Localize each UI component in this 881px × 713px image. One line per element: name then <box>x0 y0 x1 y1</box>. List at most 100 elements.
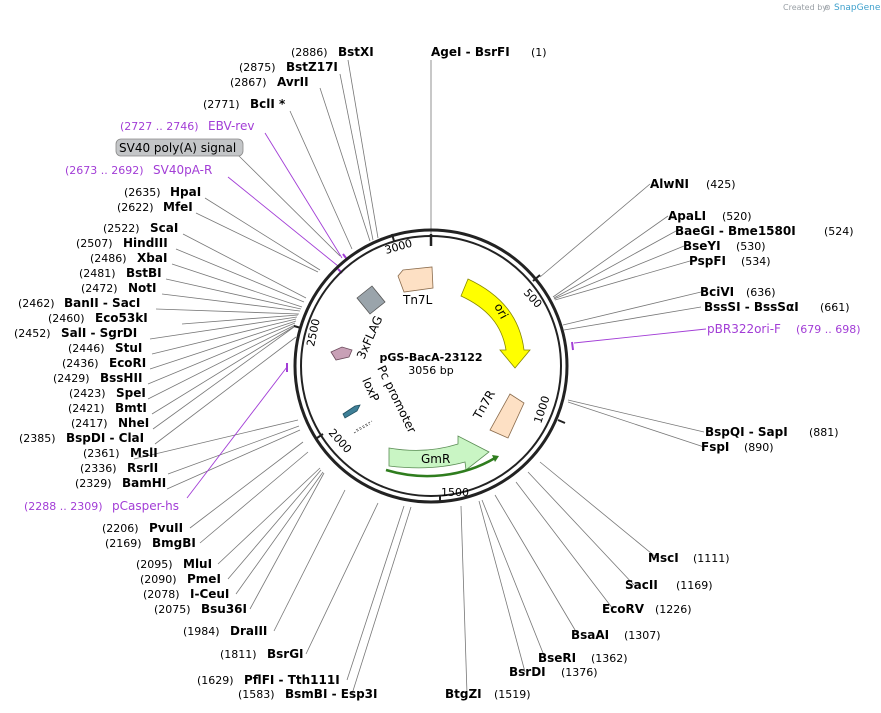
sv40-polya-box <box>115 138 244 157</box>
site-name[interactable]: BtgZI <box>445 687 482 701</box>
site-pos: (530) <box>736 240 766 253</box>
tn7l-feature <box>397 266 434 293</box>
site-name[interactable]: BclI * <box>250 97 286 111</box>
tn7l-label: Tn7L <box>402 293 433 307</box>
site-name[interactable]: EcoRV <box>602 602 645 616</box>
site-name[interactable]: AgeI - BsrFI <box>431 45 510 59</box>
site-name[interactable]: XbaI <box>137 251 167 265</box>
site-name[interactable]: HpaI <box>170 185 201 199</box>
site-name[interactable]: BspDI - ClaI <box>66 431 144 445</box>
site-name[interactable]: DraIII <box>230 624 267 638</box>
leader-line <box>195 212 319 273</box>
site-name[interactable]: AvrII <box>277 75 309 89</box>
site-name[interactable]: BstZ17I <box>286 60 338 74</box>
site-name[interactable]: BamHI <box>122 476 166 490</box>
site-pos: (1362) <box>591 652 628 665</box>
site-name[interactable]: EcoRI <box>109 356 146 370</box>
site-name[interactable]: I-CeuI <box>190 587 229 601</box>
site-name[interactable]: Bsu36I <box>201 602 247 616</box>
leader-line <box>562 291 702 326</box>
site-name[interactable]: RsrII <box>127 461 158 475</box>
site-name[interactable]: BanII - SacI <box>64 296 140 310</box>
tick-label-500: 500 <box>521 286 545 310</box>
gmr-label: GmR <box>421 452 450 466</box>
site-name[interactable]: MscI <box>648 551 679 565</box>
site-pos: (2429) <box>53 372 90 385</box>
site-name[interactable]: PspFI <box>689 254 726 268</box>
primer-sv40pa-r-pos: (2673 .. 2692) <box>65 164 144 177</box>
leader-line <box>199 451 309 544</box>
site-name[interactable]: BseRI <box>538 651 576 665</box>
tick-2000 <box>316 433 324 439</box>
tick-label-2000: 2000 <box>326 426 354 456</box>
leader-line <box>553 245 685 300</box>
primer-pbr322ori-f-name: pBR322ori-F <box>707 322 781 336</box>
site-name[interactable]: MslI <box>130 446 158 460</box>
gmr-orf-arrow-icon <box>492 455 499 462</box>
site-pos: (1984) <box>183 625 220 638</box>
site-name[interactable]: PmeI <box>187 572 221 586</box>
site-name[interactable]: BspQI - SapI <box>705 425 788 439</box>
site-pos: (2169) <box>105 537 142 550</box>
tn7r-label: Tn7R <box>470 388 498 423</box>
site-name[interactable]: BstXI <box>338 45 374 59</box>
snapgene-brand-name: SnapGene <box>834 3 881 13</box>
leader-line <box>515 481 614 610</box>
ori-label: ori <box>491 301 511 321</box>
site-name[interactable]: SacII <box>625 578 658 592</box>
leader-line <box>155 308 300 315</box>
primer-mark <box>571 341 574 351</box>
site-pos: (2385) <box>19 432 56 445</box>
leader-line <box>149 316 298 340</box>
loxp-feature <box>342 404 361 419</box>
leader-line <box>351 506 412 695</box>
site-name[interactable]: StuI <box>115 341 142 355</box>
site-pos: (1307) <box>624 629 661 642</box>
leader-line <box>481 499 546 659</box>
site-name[interactable]: HindIII <box>123 236 168 250</box>
site-name[interactable]: BsaAI <box>571 628 609 642</box>
site-name[interactable]: NotI <box>128 281 157 295</box>
site-name[interactable]: BmtI <box>115 401 147 415</box>
site-name[interactable]: BciVI <box>700 285 734 299</box>
site-name[interactable]: MluI <box>183 557 212 571</box>
site-name[interactable]: Eco53kI <box>95 311 148 325</box>
primer-leader-lines <box>186 132 707 499</box>
site-name[interactable]: NheI <box>118 416 149 430</box>
site-name[interactable]: BseYI <box>683 239 721 253</box>
site-name[interactable]: SalI - SgrDI <box>61 326 137 340</box>
site-pos: (2417) <box>71 417 108 430</box>
leader-line <box>289 110 353 250</box>
leader-line <box>347 59 379 239</box>
site-pos: (2486) <box>90 252 127 265</box>
site-name[interactable]: FspI <box>701 440 729 454</box>
site-name[interactable]: SpeI <box>116 386 146 400</box>
site-name[interactable]: MfeI <box>163 200 193 214</box>
site-name[interactable]: BmgBI <box>152 536 196 550</box>
site-pos: (2462) <box>18 297 55 310</box>
site-name[interactable]: BsrDI <box>509 665 546 679</box>
site-name[interactable]: PflFI - Tth111I <box>244 673 340 687</box>
site-name[interactable]: BssHII <box>100 371 142 385</box>
tick-3000 <box>391 233 395 242</box>
site-name[interactable]: ApaLI <box>668 209 706 223</box>
site-name[interactable]: ScaI <box>150 221 178 235</box>
site-pos: (1583) <box>238 688 275 701</box>
leader-line <box>152 326 295 430</box>
site-pos: (2095) <box>136 558 173 571</box>
gmr-feature <box>388 435 490 471</box>
site-name[interactable]: PvuII <box>149 521 183 535</box>
site-pos: (2075) <box>154 603 191 616</box>
leader-line <box>249 472 325 610</box>
site-name[interactable]: BaeGI - Bme1580I <box>675 224 796 238</box>
tick-label-1500: 1500 <box>441 486 469 499</box>
site-name[interactable]: BstBI <box>126 266 162 280</box>
site-name[interactable]: BsrGI <box>267 647 304 661</box>
site-name[interactable]: BssSI - BssSαI <box>704 300 799 314</box>
site-name[interactable]: BsmBI - Esp3I <box>285 687 377 701</box>
site-pos: (2522) <box>103 222 140 235</box>
leader-line <box>171 263 303 308</box>
site-name[interactable]: AlwNI <box>650 177 689 191</box>
loxp-label: loxP <box>359 376 382 404</box>
site-pos: (2436) <box>62 357 99 370</box>
